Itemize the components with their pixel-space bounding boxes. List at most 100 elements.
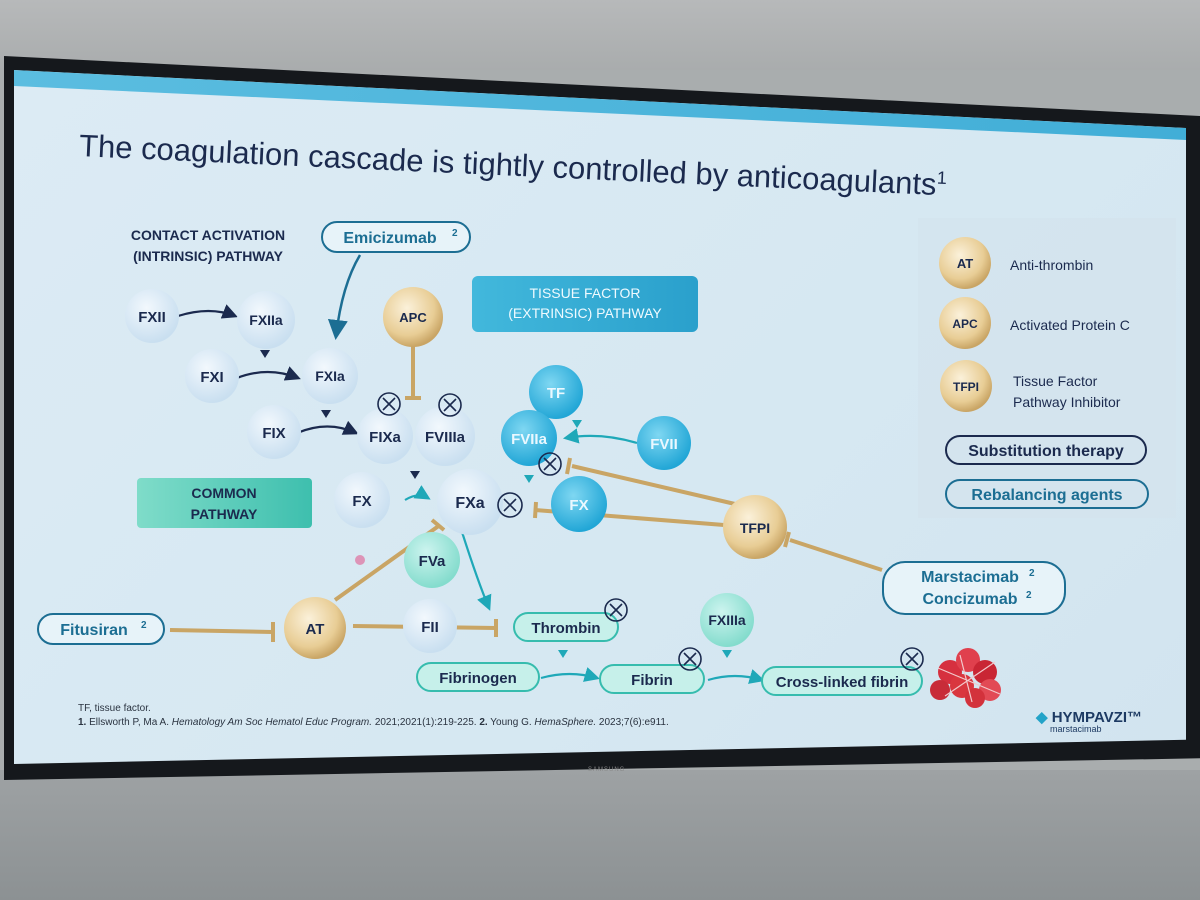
node-fxiia-label: FXIIa <box>249 312 283 328</box>
step-marker-fxiiia <box>722 650 732 658</box>
x-marker-fviia <box>538 452 562 476</box>
logo-tm: ™ <box>1127 709 1142 726</box>
x-marker-crosslinked <box>900 647 924 671</box>
x-marker-fixa <box>377 392 401 416</box>
concizumab-ref: 2 <box>1026 590 1032 601</box>
node-fix-label: FIX <box>262 425 285 442</box>
at-to-fxa-bar <box>430 518 446 532</box>
x-marker-fviiia <box>438 393 462 417</box>
node-apc-label: APC <box>399 310 427 325</box>
ref1-details: 2021;2021(1):219-225. <box>374 717 477 728</box>
node-fixa-circle <box>357 408 413 464</box>
marstacimab-label: Marstacimab <box>921 569 1019 586</box>
node-fviiia-label: FVIIIa <box>425 429 466 446</box>
node-fii-label: FII <box>421 619 439 636</box>
fitusiran-inhibit-line <box>169 628 273 634</box>
legend-at-text: Anti-thrombin <box>1010 257 1093 273</box>
x-marker-thrombin <box>604 598 628 622</box>
node-fibrin-label: Fibrin <box>631 672 673 689</box>
ref2-journal: HemaSphere. <box>534 717 597 728</box>
node-fibrinogen-pill <box>416 662 540 692</box>
emicizumab-arrow <box>327 254 362 340</box>
tfpi-to-fx-bar <box>533 501 538 519</box>
fitusiran-ref: 2 <box>141 620 147 631</box>
ref1-number: 1. <box>78 717 87 728</box>
legend-at-abbr: AT <box>957 256 973 271</box>
node-fibrinogen-label: Fibrinogen <box>439 670 517 687</box>
node-fxia-circle <box>302 348 358 404</box>
ref2-authors: Young G. <box>490 717 532 728</box>
node-fxiia: FXIIa <box>237 291 295 349</box>
node-crosslinked-pill <box>761 666 923 696</box>
node-fva: FVa <box>404 532 460 588</box>
fibrin-clot-illustration <box>930 648 1001 708</box>
logo-generic-name: marstacimab <box>1050 724 1102 734</box>
ref2-number: 2. <box>479 717 488 728</box>
node-tf-label: TF <box>547 385 565 402</box>
node-thrombin: Thrombin <box>513 612 619 642</box>
step-marker-fviia <box>524 475 534 483</box>
x-marker-fibrin <box>678 647 702 671</box>
arrow-fix-fixa <box>296 420 359 435</box>
arrow-fxii-fxiia <box>177 304 238 319</box>
drugs-to-tfpi-line <box>789 538 883 572</box>
node-fxa-label: FXa <box>455 495 484 512</box>
ref1-authors: Ellsworth P, Ma A. <box>89 717 169 728</box>
node-fibrin: Fibrin <box>599 664 705 694</box>
step-marker-tf <box>572 420 582 428</box>
node-fxiiia-label: FXIIIa <box>708 612 746 628</box>
node-apc-circle <box>383 287 443 347</box>
logo-name: HYMPAVZI <box>1051 709 1127 726</box>
node-fii: FII <box>403 599 457 653</box>
step-marker-fxia <box>321 410 331 418</box>
node-fvii-circle <box>637 416 691 470</box>
common-pathway-box <box>137 478 312 528</box>
footnote-abbrev: TF, tissue factor. <box>78 703 151 714</box>
node-fix-circle <box>247 405 301 459</box>
legend-at-circle <box>939 237 991 289</box>
node-thrombin-pill <box>513 612 619 642</box>
node-fxiiia-circle <box>700 593 754 647</box>
legend-apc-text: Activated Protein C <box>1010 317 1130 333</box>
legend-tfpi-line1: Tissue Factor <box>1013 373 1098 389</box>
step-marker-thrombin <box>558 650 568 658</box>
node-fxiia-circle <box>237 291 295 349</box>
legend-rebalancing-label: Rebalancing agents <box>971 487 1122 504</box>
contact-pathway-label: CONTACT ACTIVATION (INTRINSIC) PATHWAY <box>131 227 285 264</box>
ref1-journal: Hematology Am Soc Hematol Educ Program. <box>171 717 373 728</box>
node-fxii-label: FXII <box>138 309 166 326</box>
node-tfpi-label: TFPI <box>740 520 770 536</box>
node-fviiia-circle <box>415 406 475 466</box>
contact-pathway-line1: CONTACT ACTIVATION <box>131 227 285 243</box>
node-fx-extrinsic-label: FX <box>569 497 588 514</box>
marstacimab-ref: 2 <box>1029 568 1035 579</box>
node-fviiia: FVIIIa <box>415 406 475 466</box>
node-fix: FIX <box>247 405 301 459</box>
slide-title-ref: 1 <box>936 167 948 189</box>
concizumab-label: Concizumab <box>922 591 1017 608</box>
legend-panel: AT Anti-thrombin APC Activated Protein C… <box>918 218 1176 518</box>
arrow-fvii-fviia <box>562 428 638 445</box>
node-fx-extrinsic-circle <box>551 476 607 532</box>
laser-pointer-dot <box>355 555 365 565</box>
node-at: AT <box>284 597 346 659</box>
node-fibrinogen: Fibrinogen <box>416 662 540 692</box>
node-fvii: FVII <box>637 416 691 470</box>
tissue-factor-pathway-label: TISSUE FACTOR (EXTRINSIC) PATHWAY <box>472 276 698 332</box>
node-fx-common-label: FX <box>352 493 371 510</box>
logo-mark-icon: ◆ <box>1036 709 1048 726</box>
arrow-fibrinogen-fibrin <box>540 667 600 682</box>
node-tf: TF <box>529 365 583 419</box>
node-fxii-circle <box>125 289 179 343</box>
drugs-to-tfpi-bar <box>783 531 791 548</box>
step-marker-fixa <box>410 471 420 479</box>
legend-rebalancing-pill <box>945 479 1149 509</box>
node-at-label: AT <box>306 621 325 638</box>
node-fx-common-circle <box>334 472 390 528</box>
legend-apc-abbr: APC <box>952 317 978 331</box>
node-fxa: FXa <box>437 469 503 535</box>
legend-substitution-label: Substitution therapy <box>968 443 1124 460</box>
fitusiran-label: Fitusiran <box>60 622 128 639</box>
node-apc: APC <box>383 287 443 347</box>
